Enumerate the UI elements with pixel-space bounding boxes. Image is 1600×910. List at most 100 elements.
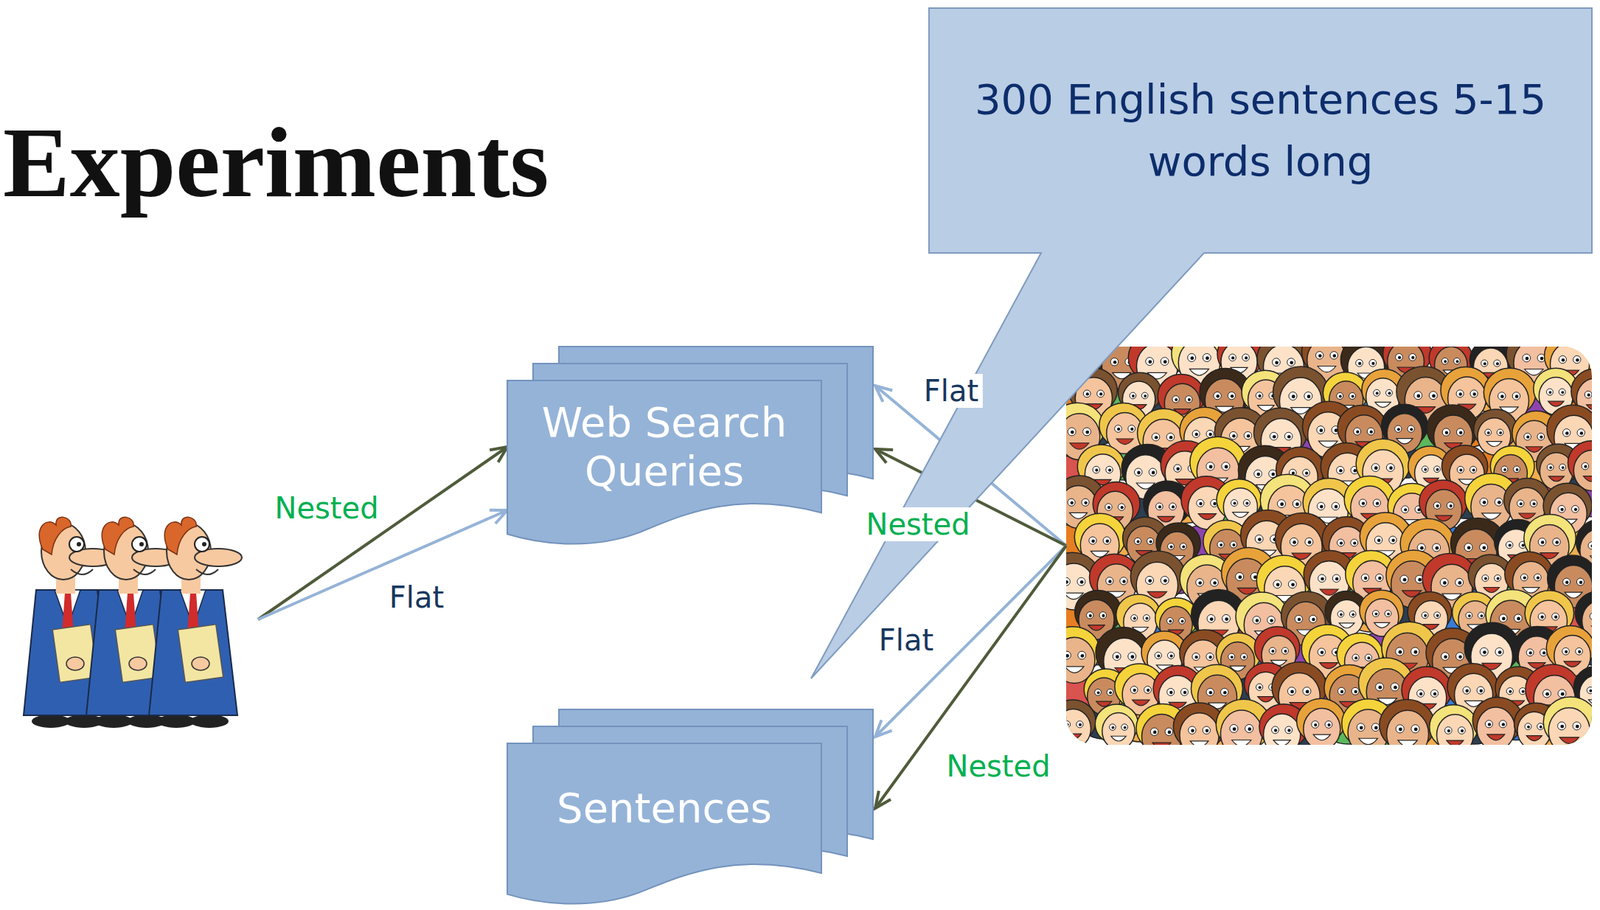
eye <box>1337 687 1345 695</box>
pupil <box>1292 540 1297 545</box>
mouth <box>1591 625 1593 632</box>
pupil <box>1123 726 1127 730</box>
pupil <box>1515 394 1519 399</box>
eye <box>1281 647 1289 655</box>
eye <box>1576 578 1584 586</box>
mouth <box>1116 438 1134 445</box>
pupil <box>1575 724 1580 729</box>
pupil <box>1190 356 1194 360</box>
pupil <box>1169 690 1173 694</box>
eye <box>1517 499 1525 507</box>
eye <box>1456 465 1464 473</box>
mouth <box>1069 443 1090 450</box>
eye <box>1495 647 1504 656</box>
eye <box>1364 654 1372 661</box>
eye <box>1374 536 1382 544</box>
mouth <box>1157 516 1175 523</box>
mouth <box>1111 735 1127 742</box>
pupil <box>1230 655 1234 659</box>
eye <box>1164 727 1174 736</box>
pupil <box>1194 655 1198 659</box>
face <box>1263 713 1301 745</box>
eye <box>1434 611 1441 619</box>
pupil <box>1374 465 1379 470</box>
arrow-label: Nested <box>941 749 1055 784</box>
eye <box>1227 391 1236 399</box>
eye <box>1498 720 1507 728</box>
eye <box>1272 358 1281 367</box>
eye <box>1267 616 1276 625</box>
eye <box>1395 425 1402 433</box>
pupil <box>1523 575 1527 579</box>
eye <box>1145 575 1154 584</box>
mouth <box>1198 513 1216 520</box>
callout-outline <box>811 8 1592 679</box>
eye <box>1287 687 1296 696</box>
pupil <box>1467 545 1471 550</box>
pupil <box>1500 394 1505 399</box>
eye <box>1156 502 1164 511</box>
pupil <box>1516 617 1521 621</box>
eye <box>1563 578 1571 586</box>
eye <box>1294 614 1303 623</box>
eye <box>1254 534 1264 543</box>
eye <box>1128 652 1137 661</box>
eye <box>1242 353 1250 362</box>
pupil <box>1339 541 1343 545</box>
pupil <box>1070 430 1075 435</box>
suit <box>148 589 238 716</box>
pupil <box>1086 392 1090 396</box>
pupil <box>1307 394 1311 399</box>
pupil <box>1487 722 1491 726</box>
eye <box>1484 429 1492 436</box>
pupil <box>1436 614 1440 618</box>
eye <box>1173 464 1182 472</box>
eye <box>1522 353 1531 363</box>
pupil <box>1540 356 1544 361</box>
eye <box>1356 723 1365 732</box>
pupil <box>1496 362 1499 365</box>
eye <box>1129 392 1137 399</box>
mouth <box>1483 587 1499 593</box>
pupil <box>1107 505 1111 509</box>
pupil <box>1258 685 1262 689</box>
eye <box>1202 353 1211 362</box>
mouth <box>1486 441 1502 447</box>
eye <box>1562 429 1570 437</box>
pupil <box>1457 581 1462 585</box>
eye <box>1309 614 1317 623</box>
eye <box>1373 389 1381 396</box>
pupil <box>1588 689 1592 693</box>
eye <box>1311 721 1320 729</box>
pupil <box>1480 614 1484 618</box>
pupil <box>1539 435 1543 439</box>
mouth <box>1132 699 1150 706</box>
pupil <box>1386 612 1390 616</box>
eye <box>1573 355 1581 363</box>
pupil <box>1338 468 1343 473</box>
pupil <box>1133 688 1137 692</box>
pupil <box>1575 358 1580 363</box>
pupil <box>1587 393 1591 397</box>
eye <box>1222 614 1231 623</box>
eye <box>1332 574 1340 582</box>
pupil <box>1508 543 1512 547</box>
eye <box>1083 390 1091 398</box>
arrow-label: Flat <box>874 623 938 657</box>
pupil <box>1295 502 1300 506</box>
eye <box>1493 359 1501 367</box>
pupil <box>1398 727 1403 732</box>
pupil <box>1431 393 1436 398</box>
pupil <box>1458 654 1463 659</box>
eye <box>1456 390 1464 398</box>
mouth <box>1257 696 1275 702</box>
mouth <box>1559 737 1579 744</box>
eye <box>1243 499 1250 507</box>
eye <box>1349 392 1356 399</box>
eye <box>1349 610 1356 618</box>
mouth <box>1583 476 1592 482</box>
pupil <box>1232 727 1237 731</box>
eye <box>1105 577 1114 585</box>
pupil <box>1411 356 1415 360</box>
eye <box>1144 685 1152 694</box>
